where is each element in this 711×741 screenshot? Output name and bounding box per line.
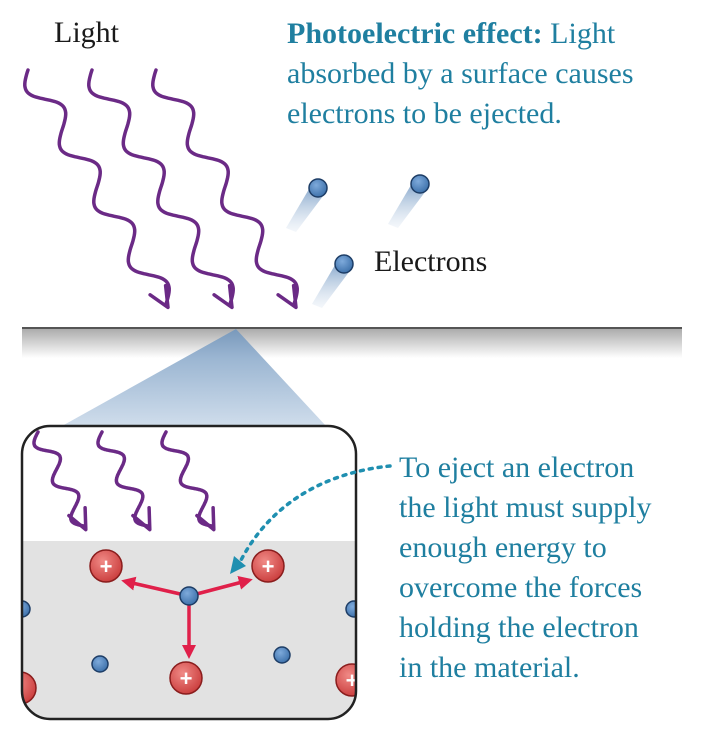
proton-sign: + xyxy=(100,554,113,579)
light-wave-arrowhead xyxy=(276,283,298,310)
edge-proton xyxy=(335,663,356,697)
caption-line-3: electrons to be ejected. xyxy=(287,97,562,130)
note-line: To eject an electron xyxy=(399,451,635,484)
proton-sign: + xyxy=(262,554,275,579)
ejected-electron xyxy=(308,178,328,198)
force-arrow-left xyxy=(121,576,190,598)
bound-electron xyxy=(179,586,199,606)
note-line: the light must supply xyxy=(399,491,652,524)
incoming-light-waves xyxy=(23,68,299,310)
inset-frame xyxy=(20,424,358,721)
light-wave xyxy=(32,430,86,528)
proton xyxy=(169,661,203,695)
electrons-label: Electrons xyxy=(374,245,488,278)
proton-sign: + xyxy=(180,666,193,691)
light-wave xyxy=(87,68,235,306)
light-label: Light xyxy=(54,16,119,49)
edge-electron xyxy=(345,600,356,618)
light-wave-arrowhead xyxy=(195,505,216,532)
ejected-electron xyxy=(410,174,430,194)
note-line: in the material. xyxy=(399,651,580,684)
light-wave-arrowhead xyxy=(67,505,88,532)
edge-proton-sign: + xyxy=(346,668,359,693)
light-wave xyxy=(96,430,150,528)
proton xyxy=(89,549,123,583)
light-wave-arrowhead xyxy=(212,283,234,310)
caption-title: Photoelectric effect: xyxy=(287,17,543,50)
light-wave-arrowhead xyxy=(148,283,170,310)
inset-light-waves xyxy=(32,430,216,532)
force-arrow-right xyxy=(188,576,253,598)
caption-title-rest: Light xyxy=(542,17,616,50)
light-wave-arrowhead xyxy=(131,505,152,532)
dotted-pointer-head xyxy=(230,556,246,574)
note-line: overcome the forces xyxy=(399,571,643,604)
surface-shading xyxy=(22,328,682,358)
caption-line-2: absorbed by a surface causes xyxy=(287,57,634,90)
caption-line-1: Photoelectric effect: Light xyxy=(287,14,707,54)
magnified-inset: + + + + xyxy=(22,426,359,719)
note-line: enough energy to xyxy=(399,531,607,564)
energy-note: To eject an electron the light must supp… xyxy=(399,448,709,688)
edge-proton xyxy=(22,671,37,705)
magnification-beam xyxy=(62,329,326,426)
note-line: holding the electron xyxy=(399,611,639,644)
photoelectric-caption: Photoelectric effect: Light absorbed by … xyxy=(287,14,707,134)
ejected-electron xyxy=(334,254,354,274)
dotted-pointer xyxy=(236,464,392,568)
material-electron xyxy=(273,646,291,664)
edge-electron xyxy=(22,600,31,618)
light-wave xyxy=(160,430,214,528)
light-wave xyxy=(23,68,171,306)
proton xyxy=(251,549,285,583)
material-electron xyxy=(91,655,109,673)
light-wave xyxy=(151,68,299,306)
